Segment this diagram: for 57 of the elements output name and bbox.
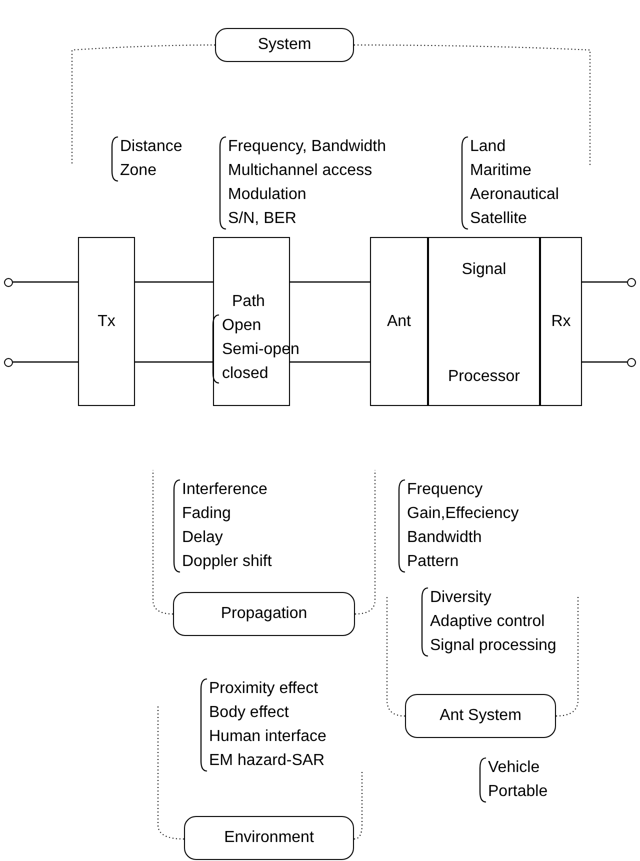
list-item: Diversity [430, 588, 492, 608]
list-item: Bandwidth [407, 528, 482, 548]
list-item: Signal processing [430, 636, 556, 656]
box-label: Signal [460, 260, 508, 280]
connector-line [13, 361, 78, 363]
box-label: Path [232, 292, 265, 312]
connector-line [13, 281, 78, 283]
list-item: Frequency, Bandwidth [228, 137, 386, 157]
list-item: EM hazard-SAR [209, 751, 325, 771]
list-item: Maritime [470, 161, 532, 181]
block-box [78, 237, 135, 406]
list-item: Distance [120, 137, 182, 157]
connector-line [135, 361, 213, 363]
box-label: System [256, 35, 312, 55]
block-box [370, 237, 428, 406]
block-box [540, 237, 582, 406]
terminal-circle [4, 358, 13, 367]
list-item: Land [470, 137, 506, 157]
list-item: Human interface [209, 727, 326, 747]
list-item: Satellite [470, 209, 527, 229]
list-item: Multichannel access [228, 161, 372, 181]
list-item: Fading [182, 504, 231, 524]
list-item: Proximity effect [209, 679, 318, 699]
rounded-box [405, 694, 556, 738]
connector-line [290, 281, 370, 283]
list-item: Zone [120, 161, 156, 181]
list-item: Adaptive control [430, 612, 545, 632]
list-item: Pattern [407, 552, 459, 572]
box-label: Rx [550, 312, 572, 332]
connector-line [135, 281, 213, 283]
connector-line [290, 361, 370, 363]
box-label: Propagation [220, 604, 308, 624]
rounded-box [184, 816, 354, 860]
list-item: Frequency [407, 480, 483, 500]
box-label: Ant System [438, 706, 522, 726]
terminal-circle [627, 358, 636, 367]
rounded-box [215, 28, 354, 62]
list-item: Vehicle [488, 758, 540, 778]
list-item: Doppler shift [182, 552, 272, 572]
list-item: Interference [182, 480, 268, 500]
connector-line [582, 281, 627, 283]
list-item: Aeronautical [470, 185, 559, 205]
box-label: Processor [446, 367, 522, 387]
list-item: S/N, BER [228, 209, 296, 229]
terminal-circle [627, 278, 636, 287]
connector-line [582, 361, 627, 363]
block-box [428, 237, 540, 406]
list-item: Modulation [228, 185, 306, 205]
list-item: Body effect [209, 703, 289, 723]
terminal-circle [4, 278, 13, 287]
list-item: Gain,Effeciency [407, 504, 519, 524]
box-label: Tx [96, 312, 116, 332]
box-label: Ant [386, 312, 412, 332]
list-item: Delay [182, 528, 223, 548]
box-label: Environment [223, 828, 315, 848]
rounded-box [173, 592, 355, 636]
list-item: Portable [488, 782, 548, 802]
